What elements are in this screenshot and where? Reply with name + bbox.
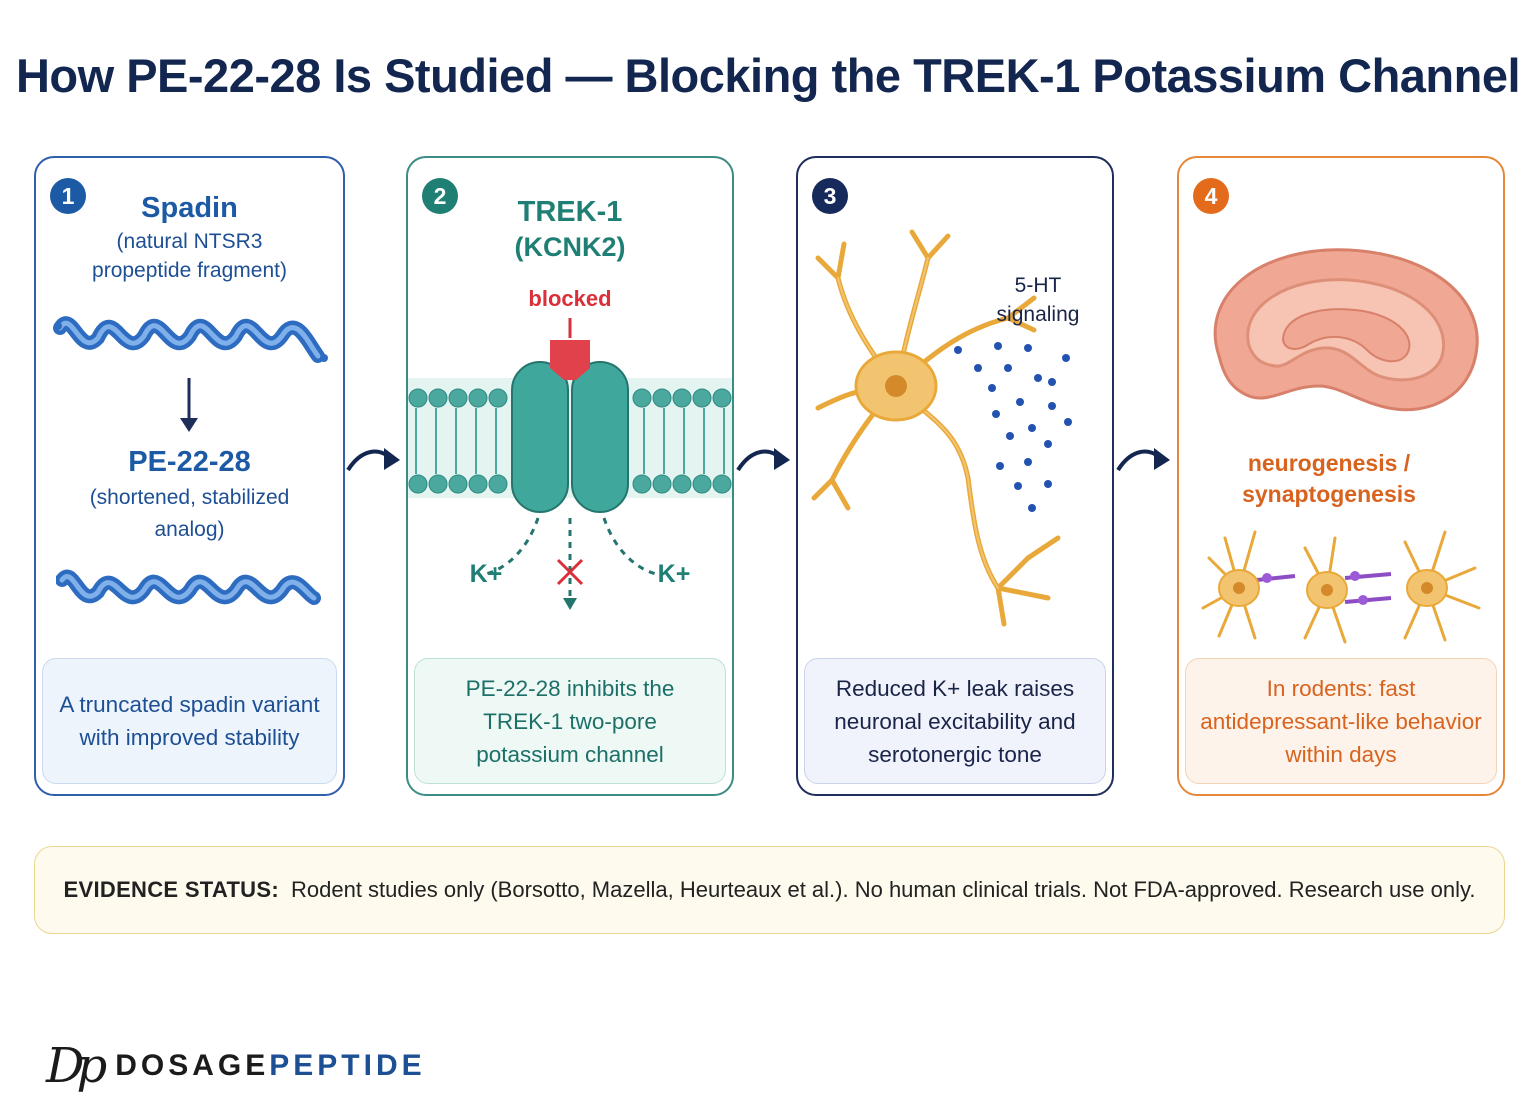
down-arrow-icon	[180, 378, 198, 432]
spadin-heading: Spadin	[141, 192, 238, 224]
pe2228-helix-icon	[56, 569, 321, 605]
caption-line: TREK-1 two-pore	[483, 708, 657, 734]
pe2228-heading: PE-22-28	[128, 446, 251, 478]
caption-line: Reduced K+ leak raises	[835, 675, 1075, 701]
hippocampus-icon	[1213, 248, 1479, 412]
pe2228-sub-2: analog)	[154, 518, 225, 541]
neuron-caption: Reduced K+ leak raises neuronal excitabil…	[804, 658, 1106, 784]
flow-arrow-icon	[1116, 448, 1170, 472]
neurogenesis-caption: In rodents: fast antidepressant-like beha…	[1185, 658, 1497, 784]
step-badge-1: 1	[50, 178, 86, 214]
caption-line: with improved stability	[79, 725, 300, 750]
neuron-icon	[811, 229, 1061, 627]
page-title: How PE-22-28 Is Studied — Blocking the T…	[15, 49, 1521, 102]
evidence-status-banner: EVIDENCE STATUS: Rodent studies only (Bo…	[34, 846, 1505, 934]
spadin-sub-2: propeptide fragment)	[92, 259, 287, 282]
brand-word-2: PEPTIDE	[269, 1049, 426, 1082]
brand-monogram-icon: Dp	[46, 1038, 107, 1094]
panel-spadin: 1 Spadin (natural NTSR3 propeptide fragm…	[34, 156, 345, 796]
caption-line: A truncated spadin variant	[59, 692, 320, 717]
caption-line: In rodents: fast	[1266, 675, 1416, 701]
ion-left-label: K+	[469, 560, 503, 588]
caption-line: within days	[1285, 741, 1397, 767]
step-badge-2: 2	[422, 178, 458, 214]
brand-word-1: DOSAGE	[115, 1049, 270, 1082]
flow-arrow-icon	[736, 448, 790, 472]
serotonin-label-1: 5-HT	[1014, 274, 1062, 297]
caption-line: PE-22-28 inhibits the	[465, 675, 675, 701]
caption-line: serotonergic tone	[868, 741, 1042, 767]
caption-line: antidepressant-like behavior	[1200, 708, 1482, 734]
step-badge-4: 4	[1193, 178, 1229, 214]
neurogenesis-label-1: neurogenesis /	[1247, 450, 1411, 476]
blocked-label: blocked	[528, 286, 612, 311]
serotonin-label-2: signaling	[996, 303, 1080, 326]
trek1-heading-1: TREK-1	[517, 196, 623, 228]
ion-right-label: K+	[657, 560, 691, 588]
evidence-label: EVIDENCE STATUS:	[63, 877, 279, 902]
pe2228-sub-1: (shortened, stabilized	[89, 486, 290, 509]
membrane-channel-icon	[408, 318, 732, 610]
step-badge-3: 3	[812, 178, 848, 214]
spadin-sub-1: (natural NTSR3	[116, 230, 263, 253]
brand-logo: Dp DOSAGEPEPTIDE	[46, 1036, 426, 1096]
panel-trek1: 2 TREK-1 (KCNK2) blocked K+ K+ PE-22-28 …	[406, 156, 734, 796]
neurogenesis-label-2: synaptogenesis	[1242, 481, 1416, 507]
panel-neurogenesis: 4 neurogenesis / synaptogenesis In roden…	[1177, 156, 1505, 796]
caption-line: potassium channel	[476, 741, 664, 767]
serotonin-dots-icon	[954, 342, 1072, 512]
evidence-text: Rodent studies only (Borsotto, Mazella, …	[290, 877, 1476, 902]
caption-line: neuronal excitability and	[834, 708, 1076, 734]
spadin-caption: A truncated spadin variant with improved …	[42, 658, 337, 784]
panel-neuron: 3 5-HT signaling	[796, 156, 1114, 796]
neuron-network-icon	[1201, 530, 1481, 644]
flow-arrow-icon	[346, 448, 400, 472]
trek1-heading-2: (KCNK2)	[514, 232, 626, 262]
brand-wordmark: DOSAGEPEPTIDE	[115, 1049, 425, 1083]
spadin-helix-icon	[53, 316, 328, 363]
